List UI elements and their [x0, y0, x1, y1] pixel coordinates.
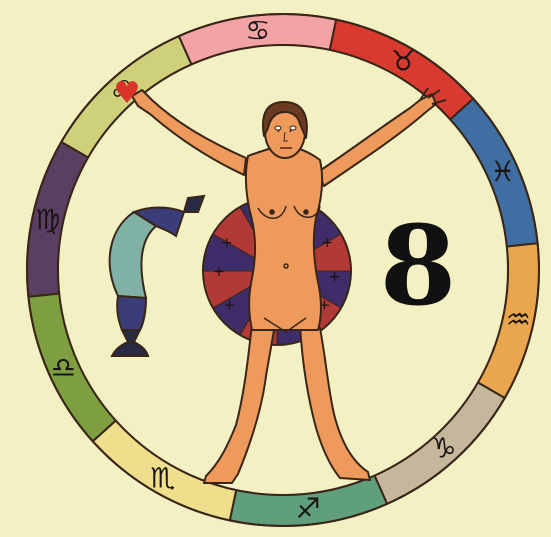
zodiac-sign-icon: ♐ [296, 492, 321, 525]
zodiac-sign-icon: ♎ [51, 351, 76, 384]
wheel-plus-mark: + [329, 269, 341, 285]
zodiac-sign-icon: ♉ [391, 45, 416, 78]
wheel-plus-mark: + [224, 297, 236, 313]
zodiac-sign-icon: ♏ [150, 461, 175, 494]
wheel-plus-mark: + [321, 235, 333, 251]
wheel-plus-mark: + [221, 235, 233, 251]
zodiac-sign-icon: ♒ [506, 303, 531, 336]
heart-icon: ♥ [114, 76, 141, 111]
zodiac-sign-icon: ♍ [35, 203, 60, 236]
page-number: 8 [380, 201, 457, 330]
zodiac-sign-icon: ♓ [490, 155, 515, 188]
wheel-plus-mark: + [213, 264, 225, 280]
zodiac-sign-icon: ♑ [431, 432, 456, 465]
zodiac-sign-icon: ♋ [245, 14, 270, 47]
